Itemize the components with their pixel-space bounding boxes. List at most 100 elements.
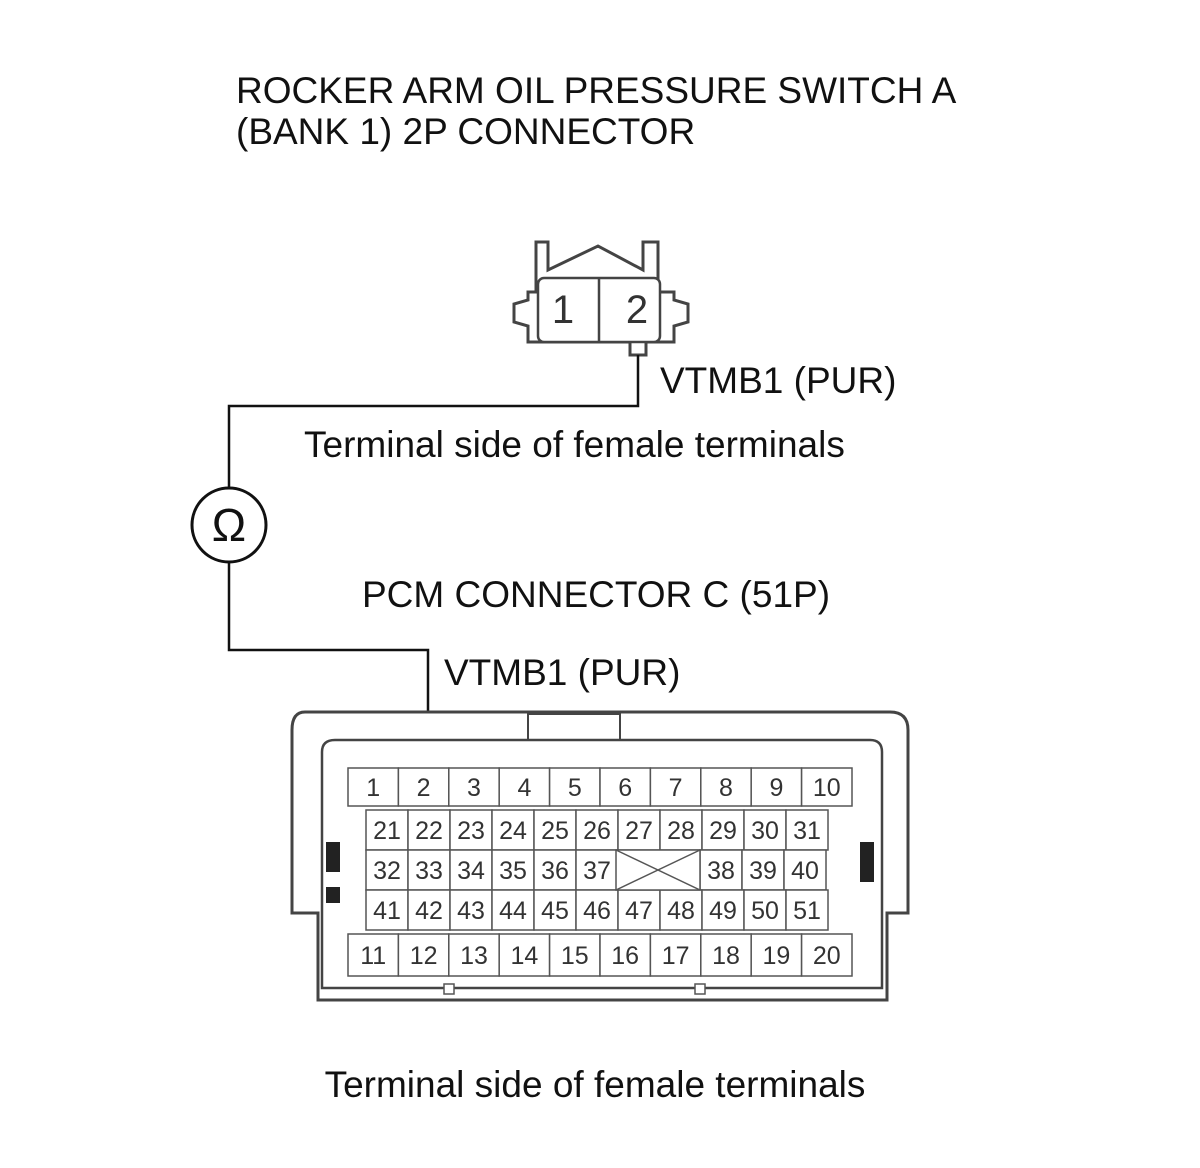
pcm-pin-label: 25 xyxy=(541,817,569,845)
pcm-left-key-upper xyxy=(326,842,340,872)
pcm-pin-36: 36 xyxy=(533,849,577,891)
pcm-latch xyxy=(527,713,621,741)
pcm-pin-label: 38 xyxy=(707,857,735,885)
pcm-pin-4: 4 xyxy=(498,767,551,807)
pcm-pin-2: 2 xyxy=(397,767,450,807)
pcm-pin-37: 37 xyxy=(575,849,619,891)
pcm-pin-label: 12 xyxy=(410,942,438,970)
pcm-pin-label: 3 xyxy=(467,774,481,802)
pcm-pin-label: 20 xyxy=(813,942,841,970)
pcm-pin-23: 23 xyxy=(449,809,493,851)
pcm-pin-46: 46 xyxy=(575,889,619,931)
pcm-pin-3: 3 xyxy=(448,767,500,807)
pcm-pin-8: 8 xyxy=(700,767,752,807)
pcm-pin-35: 35 xyxy=(491,849,535,891)
pcm-right-key xyxy=(860,842,874,882)
pcm-pin-16: 16 xyxy=(599,933,652,977)
pcm-pin-9: 9 xyxy=(750,767,803,807)
pcm-pin-27: 27 xyxy=(617,809,661,851)
pcm-pin-48: 48 xyxy=(659,889,703,931)
pcm-pin-label: 44 xyxy=(499,897,527,925)
pcm-pin-label: 7 xyxy=(669,774,683,802)
pcm-pin-label: 15 xyxy=(561,942,589,970)
pcm-pin-49: 49 xyxy=(701,889,745,931)
pcm-pin-15: 15 xyxy=(548,933,601,977)
pcm-pin-label: 10 xyxy=(813,774,841,802)
ohm-symbol: Ω xyxy=(212,499,246,551)
pcm-pin-label: 42 xyxy=(415,897,443,925)
pcm-pin-label: 27 xyxy=(625,817,653,845)
pcm-pin-7: 7 xyxy=(649,767,702,807)
small-2p-connector: 1 2 xyxy=(512,240,690,357)
pcm-pin-19: 19 xyxy=(750,933,803,977)
pcm-pin-1: 1 xyxy=(347,767,400,807)
title-line-2: (BANK 1) 2P CONNECTOR xyxy=(236,111,695,152)
wire-top xyxy=(227,355,640,488)
pcm-pin-24: 24 xyxy=(491,809,535,851)
pcm-pin-label: 19 xyxy=(762,942,790,970)
pcm-pin-label: 24 xyxy=(499,817,527,845)
pcm-left-key-lower xyxy=(326,887,340,903)
pcm-pin-label: 8 xyxy=(719,774,733,802)
pcm-pin-label: 39 xyxy=(749,857,777,885)
wire-label-bottom: VTMB1 (PUR) xyxy=(444,652,680,693)
pcm-pin-label: 36 xyxy=(541,857,569,885)
pcm-pin-17: 17 xyxy=(649,933,702,977)
pcm-pin-26: 26 xyxy=(575,809,619,851)
pcm-pin-10: 10 xyxy=(800,767,853,807)
pcm-pin-label: 31 xyxy=(793,817,821,845)
terminal-caption-bottom: Terminal side of female terminals xyxy=(325,1064,866,1105)
terminal-caption-top: Terminal side of female terminals xyxy=(304,424,845,465)
pcm-pin-label: 49 xyxy=(709,897,737,925)
pcm-pin-label: 17 xyxy=(662,942,690,970)
pcm-pin-label: 21 xyxy=(373,817,401,845)
pcm-pin-42: 42 xyxy=(407,889,451,931)
pcm-pin-41: 41 xyxy=(365,889,409,931)
pcm-pin-22: 22 xyxy=(407,809,451,851)
title-line-1: ROCKER ARM OIL PRESSURE SWITCH A xyxy=(236,70,957,111)
pcm-pin-label: 33 xyxy=(415,857,443,885)
pcm-pin-13: 13 xyxy=(448,933,500,977)
pcm-pin-33: 33 xyxy=(407,849,451,891)
pcm-pin-label: 5 xyxy=(568,774,582,802)
pcm-pin-40: 40 xyxy=(783,849,827,891)
pcm-pin-20: 20 xyxy=(800,933,853,977)
pcm-pin-21: 21 xyxy=(365,809,409,851)
pcm-pin-18: 18 xyxy=(700,933,752,977)
pcm-pin-label: 2 xyxy=(417,774,431,802)
pcm-pin-label: 22 xyxy=(415,817,443,845)
pcm-pin-28: 28 xyxy=(659,809,703,851)
pcm-pin-34: 34 xyxy=(449,849,493,891)
pcm-pin-label: 13 xyxy=(460,942,488,970)
pcm-pin-label: 14 xyxy=(510,942,538,970)
pcm-pin-label: 35 xyxy=(499,857,527,885)
pcm-pin-label: 41 xyxy=(373,897,401,925)
pcm-connector-title: PCM CONNECTOR C (51P) xyxy=(362,574,830,615)
pcm-pin-label: 47 xyxy=(625,897,653,925)
pcm-pin-label: 46 xyxy=(583,897,611,925)
ohmmeter-icon: Ω xyxy=(190,486,268,564)
pcm-pin-5: 5 xyxy=(548,767,601,807)
pcm-pin-label: 40 xyxy=(791,857,819,885)
pcm-pin-43: 43 xyxy=(449,889,493,931)
pcm-pin-29: 29 xyxy=(701,809,745,851)
pcm-pin-label: 4 xyxy=(517,774,531,802)
wire-label-top: VTMB1 (PUR) xyxy=(660,360,896,401)
pcm-pin-label: 30 xyxy=(751,817,779,845)
pcm-pin-25: 25 xyxy=(533,809,577,851)
pcm-pin-30: 30 xyxy=(743,809,787,851)
pcm-pin-label: 1 xyxy=(366,774,380,802)
small-pin-1: 1 xyxy=(552,288,574,332)
pcm-pin-label: 34 xyxy=(457,857,485,885)
pcm-pin-50: 50 xyxy=(743,889,787,931)
pcm-pin-label: 23 xyxy=(457,817,485,845)
pcm-pin-label: 26 xyxy=(583,817,611,845)
pcm-notch-right xyxy=(694,983,706,995)
pcm-pin-11: 11 xyxy=(347,933,400,977)
pcm-pin-45: 45 xyxy=(533,889,577,931)
pcm-pin-label: 45 xyxy=(541,897,569,925)
pcm-pin-label: 50 xyxy=(751,897,779,925)
pcm-pin-label: 18 xyxy=(712,942,740,970)
